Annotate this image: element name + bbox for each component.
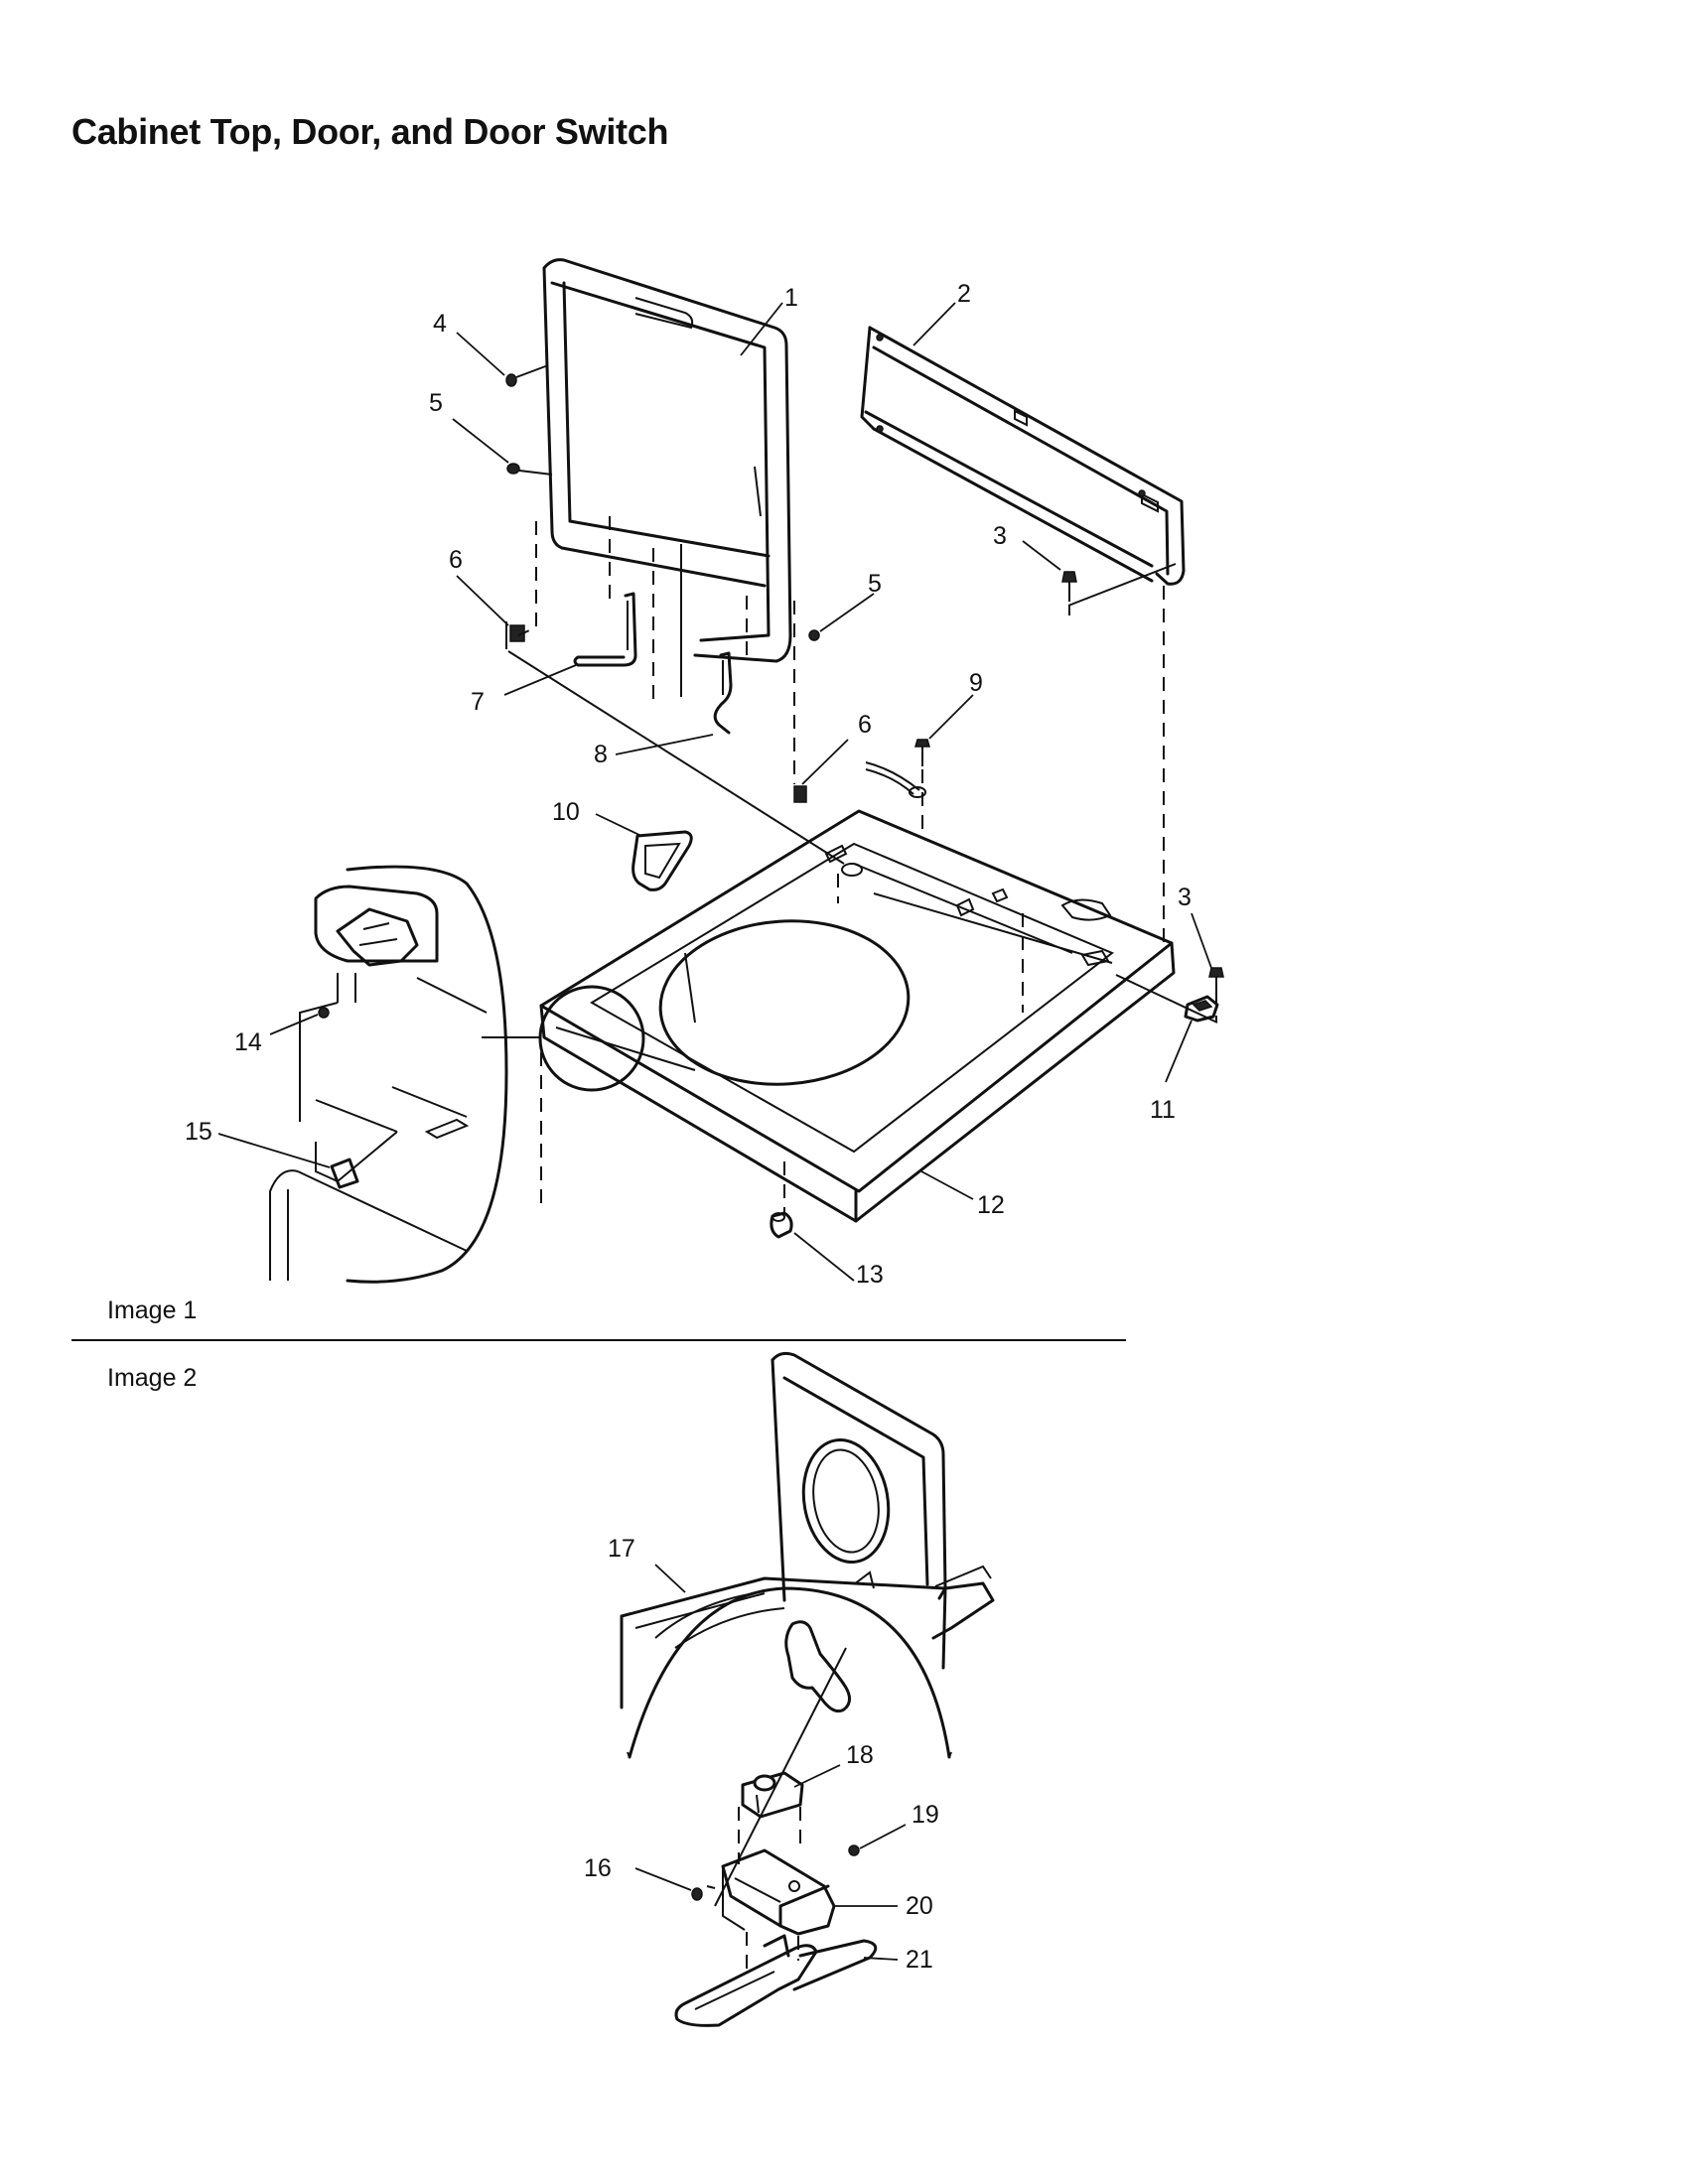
callout-5-left: 5 — [429, 389, 443, 417]
part-4-screw — [505, 364, 549, 387]
part-3-screw-upper — [1061, 563, 1177, 607]
callout-9: 9 — [969, 669, 983, 697]
assembly-lines — [507, 516, 1218, 1213]
callout-16: 16 — [584, 1854, 612, 1882]
part-10-cover — [632, 830, 693, 891]
part-21-actuator-lever — [674, 1934, 878, 2027]
callout-4: 4 — [433, 310, 447, 338]
part-19-screw — [848, 1844, 860, 1856]
part-6-clip-left — [505, 621, 525, 649]
part-18-door-switch — [741, 1771, 804, 1819]
part-3-screw-lower — [1208, 967, 1224, 993]
callout-10: 10 — [552, 798, 580, 826]
callout-20: 20 — [906, 1892, 933, 1920]
callout-11: 11 — [1150, 1096, 1176, 1124]
image-2-label: Image 2 — [107, 1364, 197, 1392]
page-title: Cabinet Top, Door, and Door Switch — [71, 111, 669, 152]
callout-13: 13 — [856, 1261, 884, 1289]
washer-top-lid-open — [620, 1351, 995, 1759]
part-5-screw-left — [506, 463, 553, 476]
part-2-rear-panel — [860, 326, 1186, 586]
part-16-screw — [691, 1887, 703, 1901]
callout-6-right: 6 — [858, 711, 872, 739]
callout-15: 15 — [185, 1118, 212, 1146]
callout-14: 14 — [234, 1028, 262, 1056]
callout-1: 1 — [784, 284, 798, 312]
part-8-hinge-right — [713, 651, 733, 735]
part-12-cabinet-top — [539, 809, 1176, 1223]
callout-19: 19 — [912, 1801, 939, 1829]
image-1-group: 1 2 3 4 5 5 6 6 7 8 9 10 3 11 12 13 14 1… — [107, 258, 1224, 1324]
callout-2: 2 — [957, 280, 971, 308]
assembly-lines-image-2 — [706, 1807, 801, 1976]
callout-5-right: 5 — [868, 570, 882, 598]
callout-3-lower: 3 — [1178, 884, 1192, 911]
callout-12: 12 — [977, 1191, 1005, 1219]
part-11-bracket — [1184, 995, 1219, 1023]
leader-lines-image-1 — [217, 302, 1212, 1282]
callout-3-upper: 3 — [993, 522, 1007, 550]
part-6-clip-right — [793, 785, 807, 803]
image-1-label: Image 1 — [107, 1297, 197, 1324]
part-5-screw-right — [808, 629, 820, 641]
detail-zoom-circle — [269, 865, 645, 1284]
callout-17: 17 — [608, 1535, 635, 1563]
switch-detail-outline — [627, 1620, 952, 1907]
part-7-hinge-left — [573, 592, 637, 667]
part-14-screw — [318, 1007, 330, 1019]
part-9-screw-wire — [865, 739, 930, 798]
part-1-lid — [542, 258, 792, 697]
leader-lines-image-2 — [634, 1564, 907, 1961]
callout-18: 18 — [846, 1741, 874, 1769]
callout-8: 8 — [594, 741, 608, 768]
part-20-switch-bracket — [721, 1848, 836, 1936]
callout-6-left: 6 — [449, 546, 463, 574]
image-2-group: Image 2 — [107, 1351, 995, 2027]
callout-7: 7 — [471, 688, 485, 716]
callout-21: 21 — [906, 1946, 933, 1974]
part-13-bumper — [770, 1211, 793, 1239]
